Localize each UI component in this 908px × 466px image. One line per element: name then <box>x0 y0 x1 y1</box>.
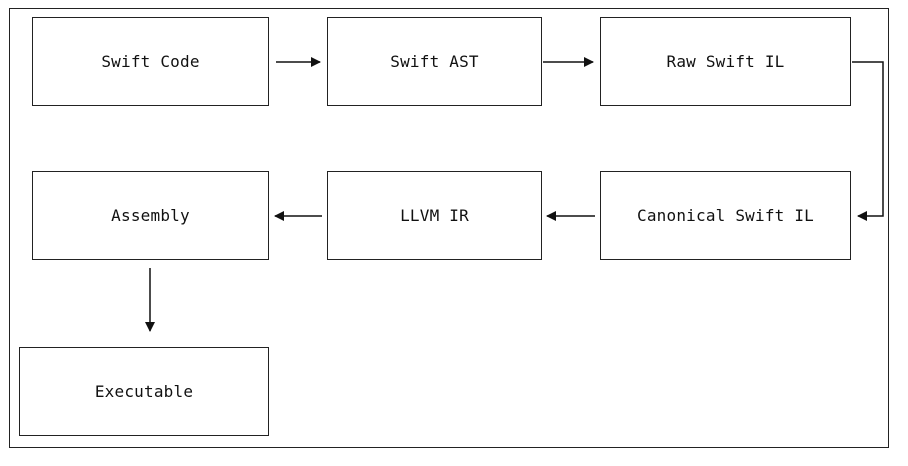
node-swift-ast: Swift AST <box>327 17 542 106</box>
node-canonical-swift-il: Canonical Swift IL <box>600 171 851 260</box>
node-llvm-ir: LLVM IR <box>327 171 542 260</box>
node-raw-swift-il: Raw Swift IL <box>600 17 851 106</box>
node-executable: Executable <box>19 347 269 436</box>
diagram-frame <box>9 8 889 448</box>
node-assembly: Assembly <box>32 171 269 260</box>
node-swift-code: Swift Code <box>32 17 269 106</box>
